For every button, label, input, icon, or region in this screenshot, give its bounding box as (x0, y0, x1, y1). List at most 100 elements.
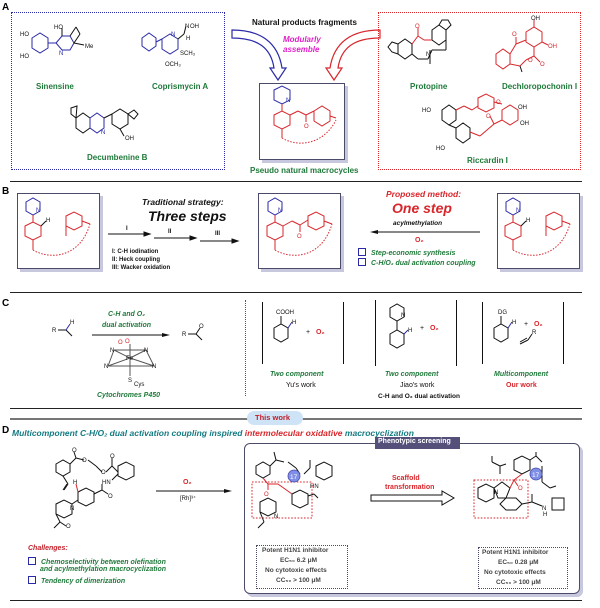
svg-text:17: 17 (290, 474, 298, 481)
linear-substrate-structure: H O O O O HN O N O (53, 448, 135, 530)
svg-text:OH: OH (518, 105, 527, 111)
benefit-text: Step-economic synthesis (371, 250, 456, 257)
svg-text:O: O (486, 114, 491, 120)
challenge-1: Chemoselectivity between olefination (28, 557, 166, 566)
pseudo-natural-macrocycle-structure: N O (273, 85, 337, 144)
svg-text:O₂: O₂ (316, 329, 325, 336)
result-right-2: EC₅₀ 0.28 μM (498, 559, 539, 566)
coprismycin-a-structure: N OH H N SCH₃ OCH₃ (141, 24, 199, 68)
svg-text:N: N (426, 52, 430, 58)
d-title: Multicomponent C-H/O₂ dual activation co… (12, 428, 414, 438)
product-structure-center: N O (266, 197, 333, 256)
example-2-type: Two component (385, 371, 439, 378)
natural-products-left-box (11, 12, 225, 170)
divider-b-c (10, 292, 582, 294)
heme-fe-structure: O O N N N N Fe S Cys (104, 339, 156, 388)
svg-text:+: + (306, 329, 310, 336)
svg-text:O: O (108, 494, 113, 500)
step-legend-1: I: C-H iodination (112, 249, 159, 255)
checkbox-icon (358, 248, 366, 256)
svg-text:O: O (199, 324, 204, 330)
divider-a-b (10, 181, 582, 183)
svg-text:N: N (101, 130, 105, 136)
svg-text:H: H (70, 320, 74, 326)
scaffold-label: Scaffold (392, 475, 420, 482)
benefit-2: C-H/O₂ dual activation coupling (358, 258, 476, 267)
svg-text:N: N (36, 208, 40, 214)
example-2-credit: Jiao's work (400, 382, 435, 389)
natural-products-header: Natural products fragments (252, 18, 357, 27)
svg-text:O₂: O₂ (430, 325, 439, 332)
ketone-product: R O (182, 324, 204, 341)
example-2-structure: N H + O₂ (389, 303, 439, 349)
svg-text:H: H (292, 320, 296, 326)
example-3-type: Multicomponent (494, 371, 549, 378)
step-legend-2: II: Heck coupling (112, 257, 161, 263)
svg-text:HO: HO (20, 32, 29, 38)
svg-text:N: N (516, 208, 520, 214)
substrate-box-left (17, 193, 100, 269)
svg-text:O: O (82, 458, 87, 464)
blue-curved-arrow-icon (231, 29, 288, 82)
svg-text:Cys: Cys (134, 382, 144, 388)
svg-text:HO: HO (422, 108, 431, 114)
svg-text:N: N (494, 490, 498, 496)
svg-text:O: O (297, 234, 302, 240)
svg-text:O: O (264, 492, 269, 498)
compound-label-dechloropochonin: Dechloropochonin I (502, 82, 578, 91)
svg-text:Fe: Fe (126, 356, 134, 362)
result-left-1: Potent H1N1 inhibitor (262, 547, 329, 554)
example-3-bracket (482, 302, 564, 364)
svg-text:O: O (72, 448, 77, 454)
compound-label-sinensine: Sinensine (36, 82, 74, 91)
svg-text:H: H (46, 218, 50, 224)
o2-label-b: O₂ (415, 237, 424, 244)
compound-label-riccardin-i: Riccardin I (467, 156, 508, 165)
step-arrows-icon (108, 231, 240, 244)
svg-text:+: + (420, 325, 424, 332)
macrocycle-17-structure: 17 O HN N (251, 451, 333, 529)
step-label-1: I (126, 226, 128, 232)
svg-text:HN: HN (310, 484, 319, 490)
ch-o2-label: C-H and O₂ (108, 311, 145, 318)
svg-text:R: R (532, 330, 537, 336)
svg-text:N: N (185, 24, 189, 30)
svg-text:O: O (110, 454, 115, 460)
divider-c-d (10, 408, 582, 410)
r-ch-substrate: R H (52, 320, 74, 337)
svg-text:O: O (518, 486, 523, 492)
svg-text:N: N (70, 506, 74, 512)
svg-text:O: O (125, 339, 130, 345)
svg-text:O: O (101, 470, 106, 476)
challenge-text: Tendency of dimerization (41, 578, 126, 585)
challenge-text: Chemoselectivity between olefination (41, 559, 166, 566)
svg-text:OH: OH (520, 121, 529, 127)
panel-letter-c: C (2, 298, 10, 309)
svg-text:N: N (59, 51, 63, 57)
pseudo-natural-box (259, 83, 345, 160)
svg-text:N: N (171, 32, 175, 38)
d-reaction-arrow-icon (156, 489, 232, 493)
checkbox-icon (28, 576, 36, 584)
modularly-label: Modularly (283, 35, 321, 44)
svg-text:N: N (278, 208, 282, 214)
panel-letter-d: D (2, 425, 10, 436)
svg-text:H: H (512, 320, 516, 326)
benefit-text: C-H/O₂ dual activation coupling (371, 260, 476, 267)
transformation-label: transformation (385, 484, 435, 491)
svg-text:+: + (524, 321, 528, 328)
checkbox-icon (28, 557, 36, 565)
example-2-bracket (375, 300, 457, 366)
svg-text:HO: HO (20, 54, 29, 60)
svg-text:17: 17 (532, 472, 540, 479)
c-footer-label: C-H and O₂ dual activation (378, 393, 460, 400)
svg-text:N: N (144, 348, 148, 354)
svg-text:OH: OH (190, 24, 199, 30)
example-1-structure: COOH H + O₂ (273, 310, 325, 343)
dechloropochonin-structure: O OH OH O O (495, 16, 557, 73)
svg-text:N: N (401, 313, 405, 319)
result-left-4: CC₅₀ > 100 μM (276, 577, 321, 584)
three-steps-label: Three steps (148, 208, 227, 224)
challenge-2: Tendency of dimerization (28, 576, 125, 585)
svg-text:O: O (66, 524, 71, 530)
